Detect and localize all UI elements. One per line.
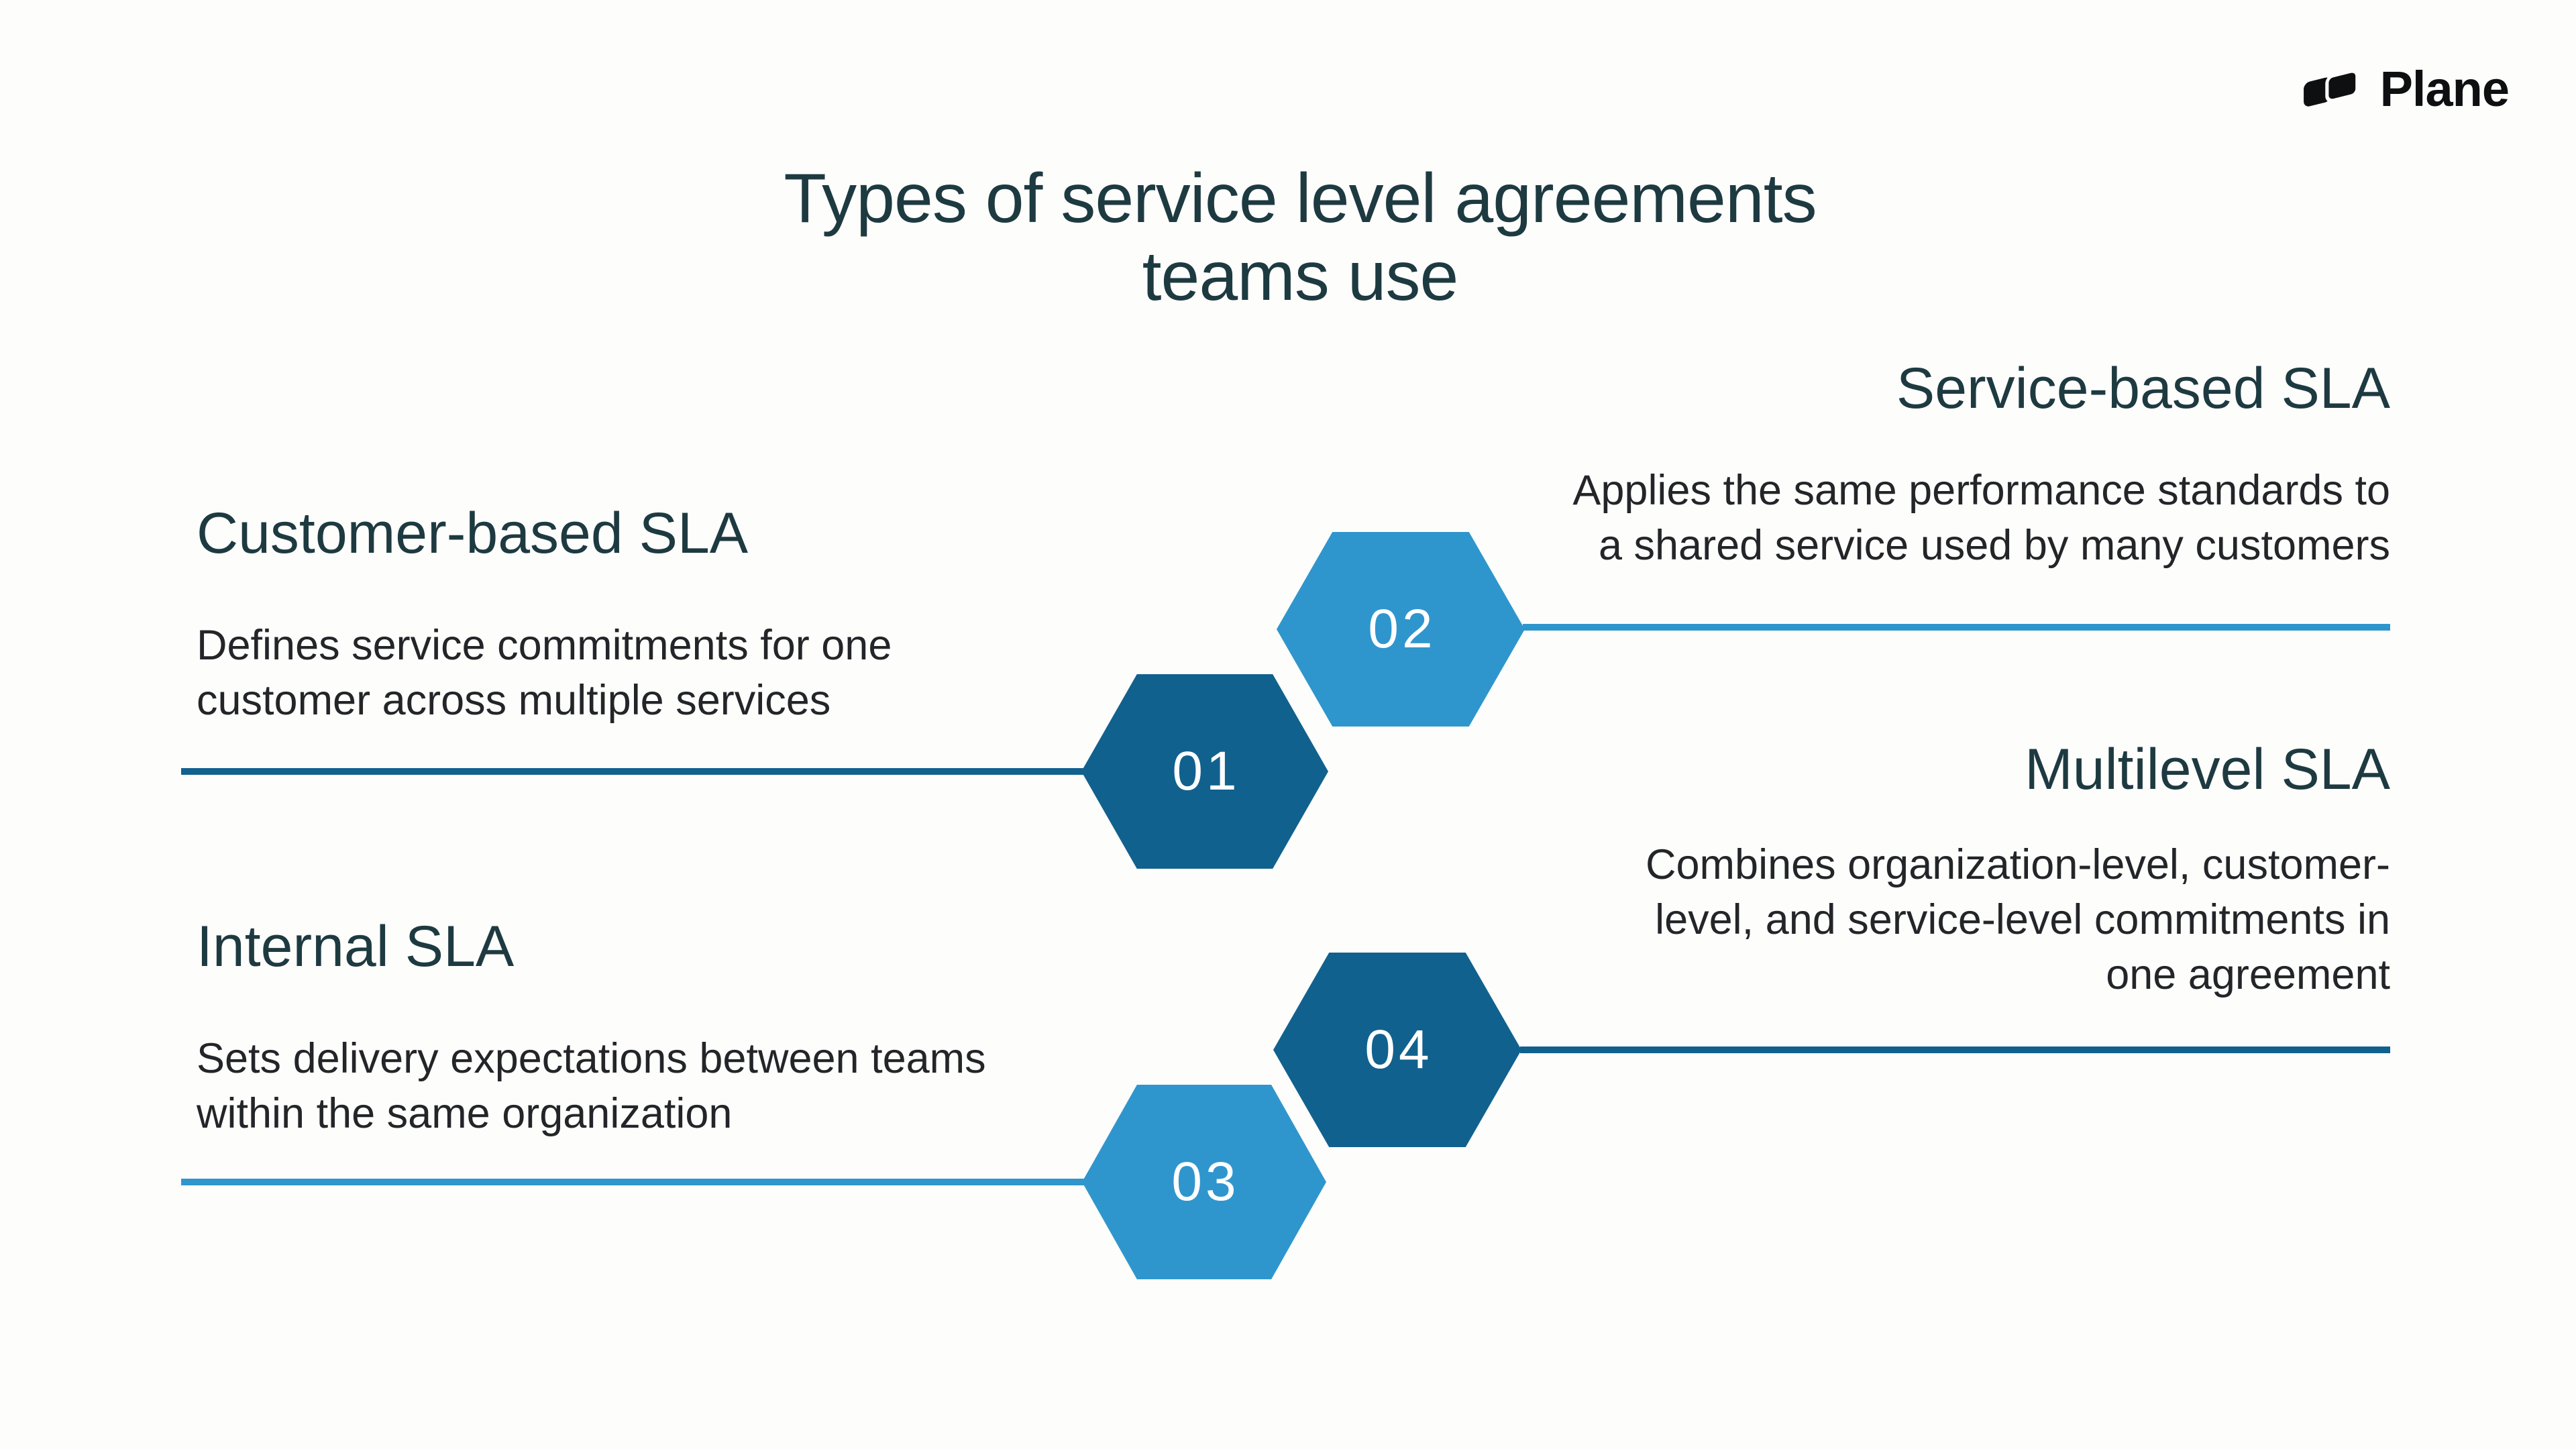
connector-line-multilevel — [1520, 1046, 2390, 1053]
section-multilevel-description: Combines organization-level, customer- l… — [1646, 837, 2390, 1002]
connector-line-service — [1523, 624, 2390, 631]
brand-logo: Plane — [2301, 61, 2510, 117]
section-multilevel-title: Multilevel SLA — [2025, 737, 2390, 802]
section-customer-title: Customer-based SLA — [197, 501, 749, 566]
page-title-line-2: teams use — [1142, 237, 1459, 315]
connector-line-customer — [181, 768, 1084, 775]
description-line: a shared service used by many customers — [1598, 522, 2390, 569]
section-service-description: Applies the same performance standards t… — [1572, 463, 2390, 573]
step-number-03: 03 — [1171, 1151, 1240, 1212]
description-line: Sets delivery expectations between teams — [197, 1035, 986, 1082]
step-number-01: 01 — [1172, 741, 1240, 802]
section-internal-title: Internal SLA — [197, 914, 515, 979]
step-number-04: 04 — [1364, 1019, 1433, 1080]
connector-line-internal — [181, 1179, 1084, 1185]
description-line: Combines organization-level, customer- — [1646, 841, 2390, 888]
description-line: one agreement — [2106, 951, 2390, 998]
hexagon-step-02: 02 — [1277, 532, 1525, 727]
section-service-title: Service-based SLA — [1896, 356, 2390, 421]
step-number-02: 02 — [1368, 598, 1436, 659]
description-line: Applies the same performance standards t… — [1572, 467, 2390, 514]
section-customer-description: Defines service commitments for one cust… — [197, 618, 892, 728]
section-internal-description: Sets delivery expectations between teams… — [197, 1031, 986, 1141]
hexagon-step-03: 03 — [1082, 1085, 1326, 1279]
description-line: level, and service-level commitments in — [1655, 896, 2390, 943]
description-line: customer across multiple services — [197, 677, 831, 724]
brand-name: Plane — [2379, 61, 2510, 117]
hexagon-step-04: 04 — [1273, 953, 1521, 1147]
page-title-line-1: Types of service level agreements — [784, 160, 1817, 237]
page-title: Types of service level agreements teams … — [12, 160, 2576, 315]
description-line: within the same organization — [197, 1090, 733, 1137]
plane-logo-icon — [2303, 70, 2359, 107]
description-line: Defines service commitments for one — [197, 622, 892, 669]
hexagon-step-01: 01 — [1081, 674, 1328, 869]
